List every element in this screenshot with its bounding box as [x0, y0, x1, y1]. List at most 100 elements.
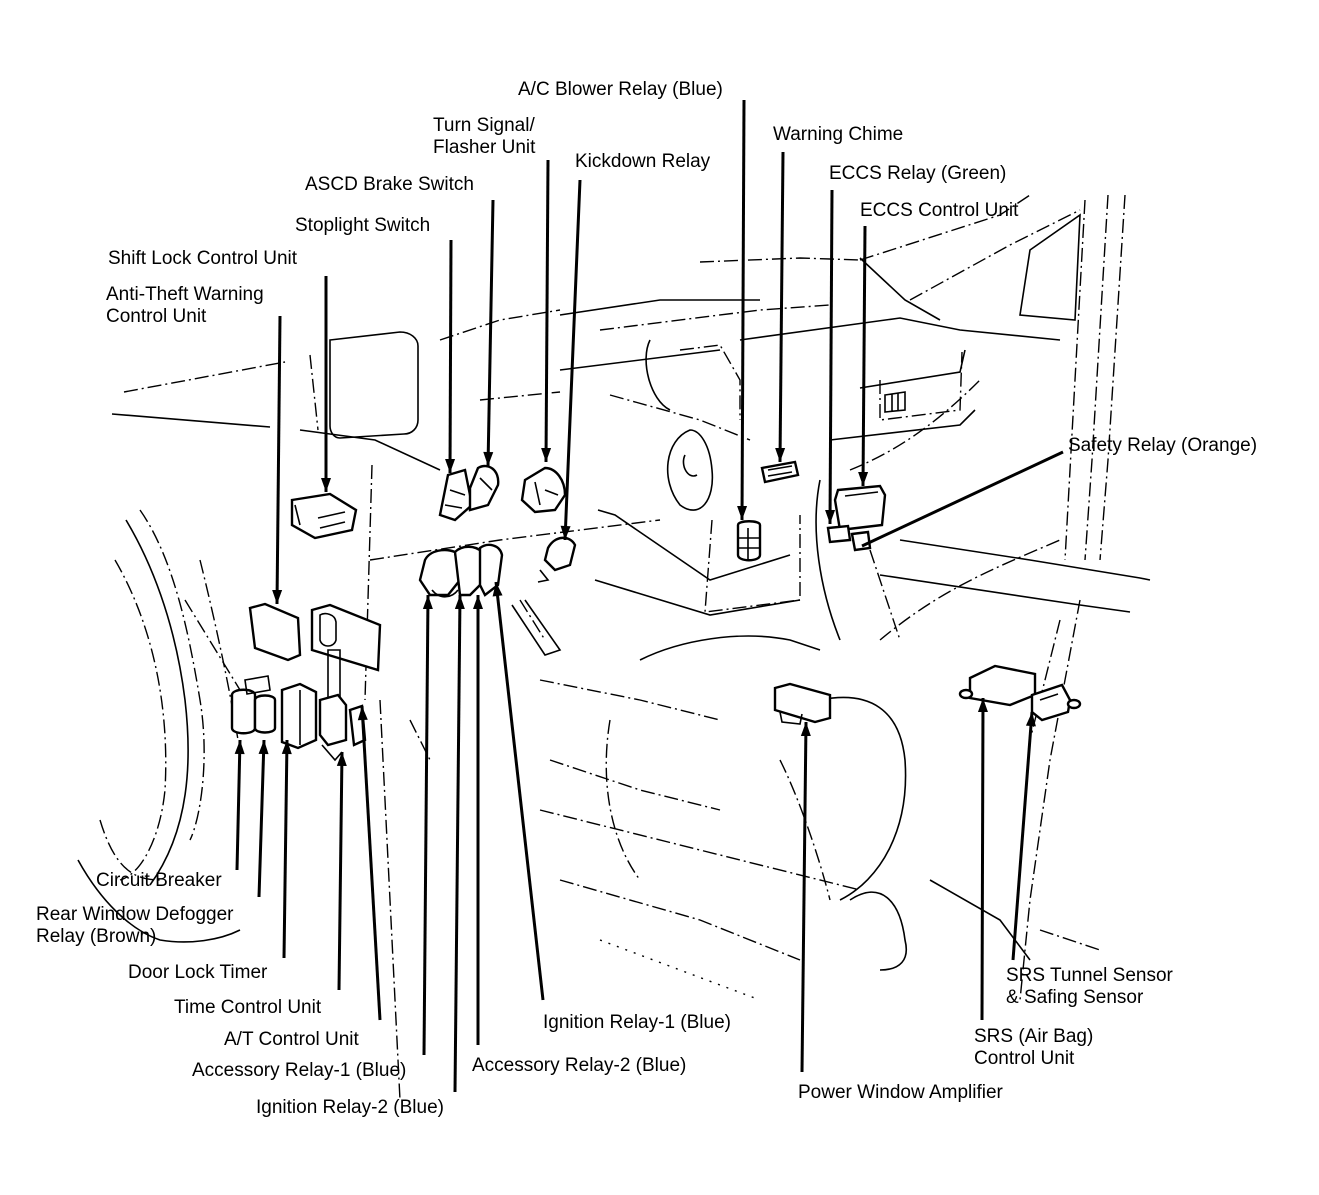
accessory-relay-2-label-line: Accessory Relay-2 (Blue) [472, 1055, 686, 1076]
at-control-unit-arrowhead-icon [357, 706, 368, 721]
seat-cushion-line-2 [549, 759, 721, 811]
time-control-unit-leader-line [337, 751, 344, 991]
leader-lines [234, 99, 1064, 1093]
center-console-right [869, 549, 901, 641]
eccs-control-unit-label: ECCS Control Unit [860, 200, 1019, 221]
accessory-relay-1-arrowhead-icon [422, 595, 433, 610]
stoplight-switch-arrowhead-icon [445, 458, 456, 473]
door-lock-timer-arrowhead-icon [281, 740, 292, 755]
asc-brake-switch-label: ASCD Brake Switch [305, 174, 474, 195]
eccs-relay-label: ECCS Relay (Green) [829, 163, 1006, 184]
kickdown-relay-label: Kickdown Relay [575, 151, 711, 172]
a-pillar-dash [309, 354, 319, 431]
cowl-line [111, 413, 271, 428]
seat-cushion-line [539, 679, 721, 721]
passenger-dash-front [739, 317, 1061, 341]
door-sill-1 [899, 539, 1151, 581]
stoplight-switch-label-line: Stoplight Switch [295, 215, 430, 236]
kickdown-relay-label-line: Kickdown Relay [575, 151, 711, 172]
dash-face [559, 299, 760, 316]
warning-chime-label: Warning Chime [773, 124, 903, 145]
shift-lock-control-unit-label-line: Shift Lock Control Unit [108, 248, 298, 269]
passenger-vent-box [879, 351, 963, 421]
srs-tunnel-sensor-arrowhead-icon [1025, 712, 1036, 727]
rear-window-defogger-relay-label-line: Relay (Brown) [36, 926, 156, 947]
driver-seat-side [605, 719, 641, 881]
lower-panel-2 [594, 579, 801, 616]
eccs-relay-label-line: ECCS Relay (Green) [829, 163, 1006, 184]
eccs-relay-part [826, 524, 852, 544]
fender-arc [77, 859, 241, 943]
ac-blower-relay-label-line: A/C Blower Relay (Blue) [518, 79, 723, 100]
rear-window-defogger-relay-label-line: Rear Window Defogger [36, 904, 234, 925]
door-curve-inner [114, 559, 167, 881]
kick-panel [379, 699, 401, 1101]
dash-upper-line [599, 304, 831, 331]
eccs-control-unit-leader-line [861, 225, 867, 487]
safety-relay-label-line: Safety Relay (Orange) [1068, 435, 1257, 456]
door-lock-timer-label: Door Lock Timer [128, 962, 268, 983]
circuit-breaker-arrowhead-icon [234, 740, 245, 755]
door-line-2 [199, 559, 239, 741]
ignition-relay-2-label: Ignition Relay-2 (Blue) [256, 1097, 444, 1118]
time-control-unit-label: Time Control Unit [174, 997, 322, 1018]
ac-blower-relay-label: A/C Blower Relay (Blue) [518, 79, 723, 100]
meter-cluster [645, 339, 671, 411]
glovebox-lower [829, 409, 976, 441]
asc-brake-switch-arrowhead-icon [483, 451, 494, 466]
shift-lock-control-unit-arrowhead-icon [321, 478, 331, 492]
safety-relay-part [850, 530, 872, 552]
door-lock-timer-leader-line [282, 739, 289, 959]
at-control-unit-label: A/T Control Unit [224, 1029, 360, 1050]
power-window-amplifier-arrowhead-icon [800, 722, 811, 737]
floor-line-1 [539, 809, 861, 891]
eccs-control-unit-arrowhead-icon [858, 471, 869, 486]
fender-arc-inner [99, 819, 161, 881]
floor-line-5 [1039, 929, 1101, 951]
callout-labels: A/C Blower Relay (Blue) Turn Signal/Flash… [36, 79, 1257, 1118]
vehicle-background-drawing [77, 194, 1151, 1101]
time-control-unit-label-line: Time Control Unit [174, 997, 322, 1018]
shift-lock-control-unit-label: Shift Lock Control Unit [108, 248, 298, 269]
anti-theft-warning-control-unit-label-line: Control Unit [106, 306, 207, 327]
srs-control-unit-arrowhead-icon [977, 698, 988, 713]
power-window-amplifier-part [773, 682, 832, 725]
asc-brake-switch-part [468, 464, 500, 512]
dash-top-edge-2 [479, 391, 561, 401]
relay-cluster-part [418, 543, 504, 598]
b-pillar-1 [1064, 199, 1086, 561]
accessory-relay-1-label: Accessory Relay-1 (Blue) [192, 1060, 406, 1081]
door-lower-diag [879, 539, 1061, 641]
warning-chime-label-line: Warning Chime [773, 124, 903, 145]
turn-signal-flasher-unit-leader-line [544, 159, 550, 463]
warning-chime-part [760, 460, 800, 484]
passenger-dash-top [699, 257, 861, 263]
meter-cluster-lines [679, 344, 741, 420]
door-panel-line [1029, 619, 1061, 741]
srs-tunnel-sensor-label-line: & Safing Sensor [1006, 987, 1144, 1008]
eccs-relay-leader-line [828, 189, 834, 525]
ignition-relay-1-label-line: Ignition Relay-1 (Blue) [543, 1012, 731, 1033]
b-pillar-2 [1084, 194, 1109, 561]
accessory-relay-2-label: Accessory Relay-2 (Blue) [472, 1055, 686, 1076]
door-sill-2 [879, 574, 1131, 613]
eccs-relay-arrowhead-icon [825, 509, 836, 524]
accessory-relay-2-arrowhead-icon [473, 595, 483, 609]
b-pillar-3 [1099, 194, 1126, 561]
accessory-relay-1-leader-line [422, 594, 430, 1056]
ac-blower-relay-leader-line [740, 99, 746, 521]
turn-signal-flasher-unit-label: Turn Signal/Flasher Unit [433, 115, 536, 158]
dash-upper-line-2 [559, 349, 721, 371]
safety-relay-leader-line [861, 450, 1064, 548]
turn-signal-flasher-unit-arrowhead-icon [541, 447, 552, 462]
steering-hub-inner [682, 454, 698, 477]
srs-control-unit-label: SRS (Air Bag)Control Unit [974, 1026, 1093, 1069]
door-line-1 [184, 599, 241, 691]
steering-column [609, 394, 751, 441]
ignition-relay-2-leader-line [453, 594, 462, 1093]
ignition-relay-1-label: Ignition Relay-1 (Blue) [543, 1012, 731, 1033]
dash-lower-edge [369, 519, 661, 561]
